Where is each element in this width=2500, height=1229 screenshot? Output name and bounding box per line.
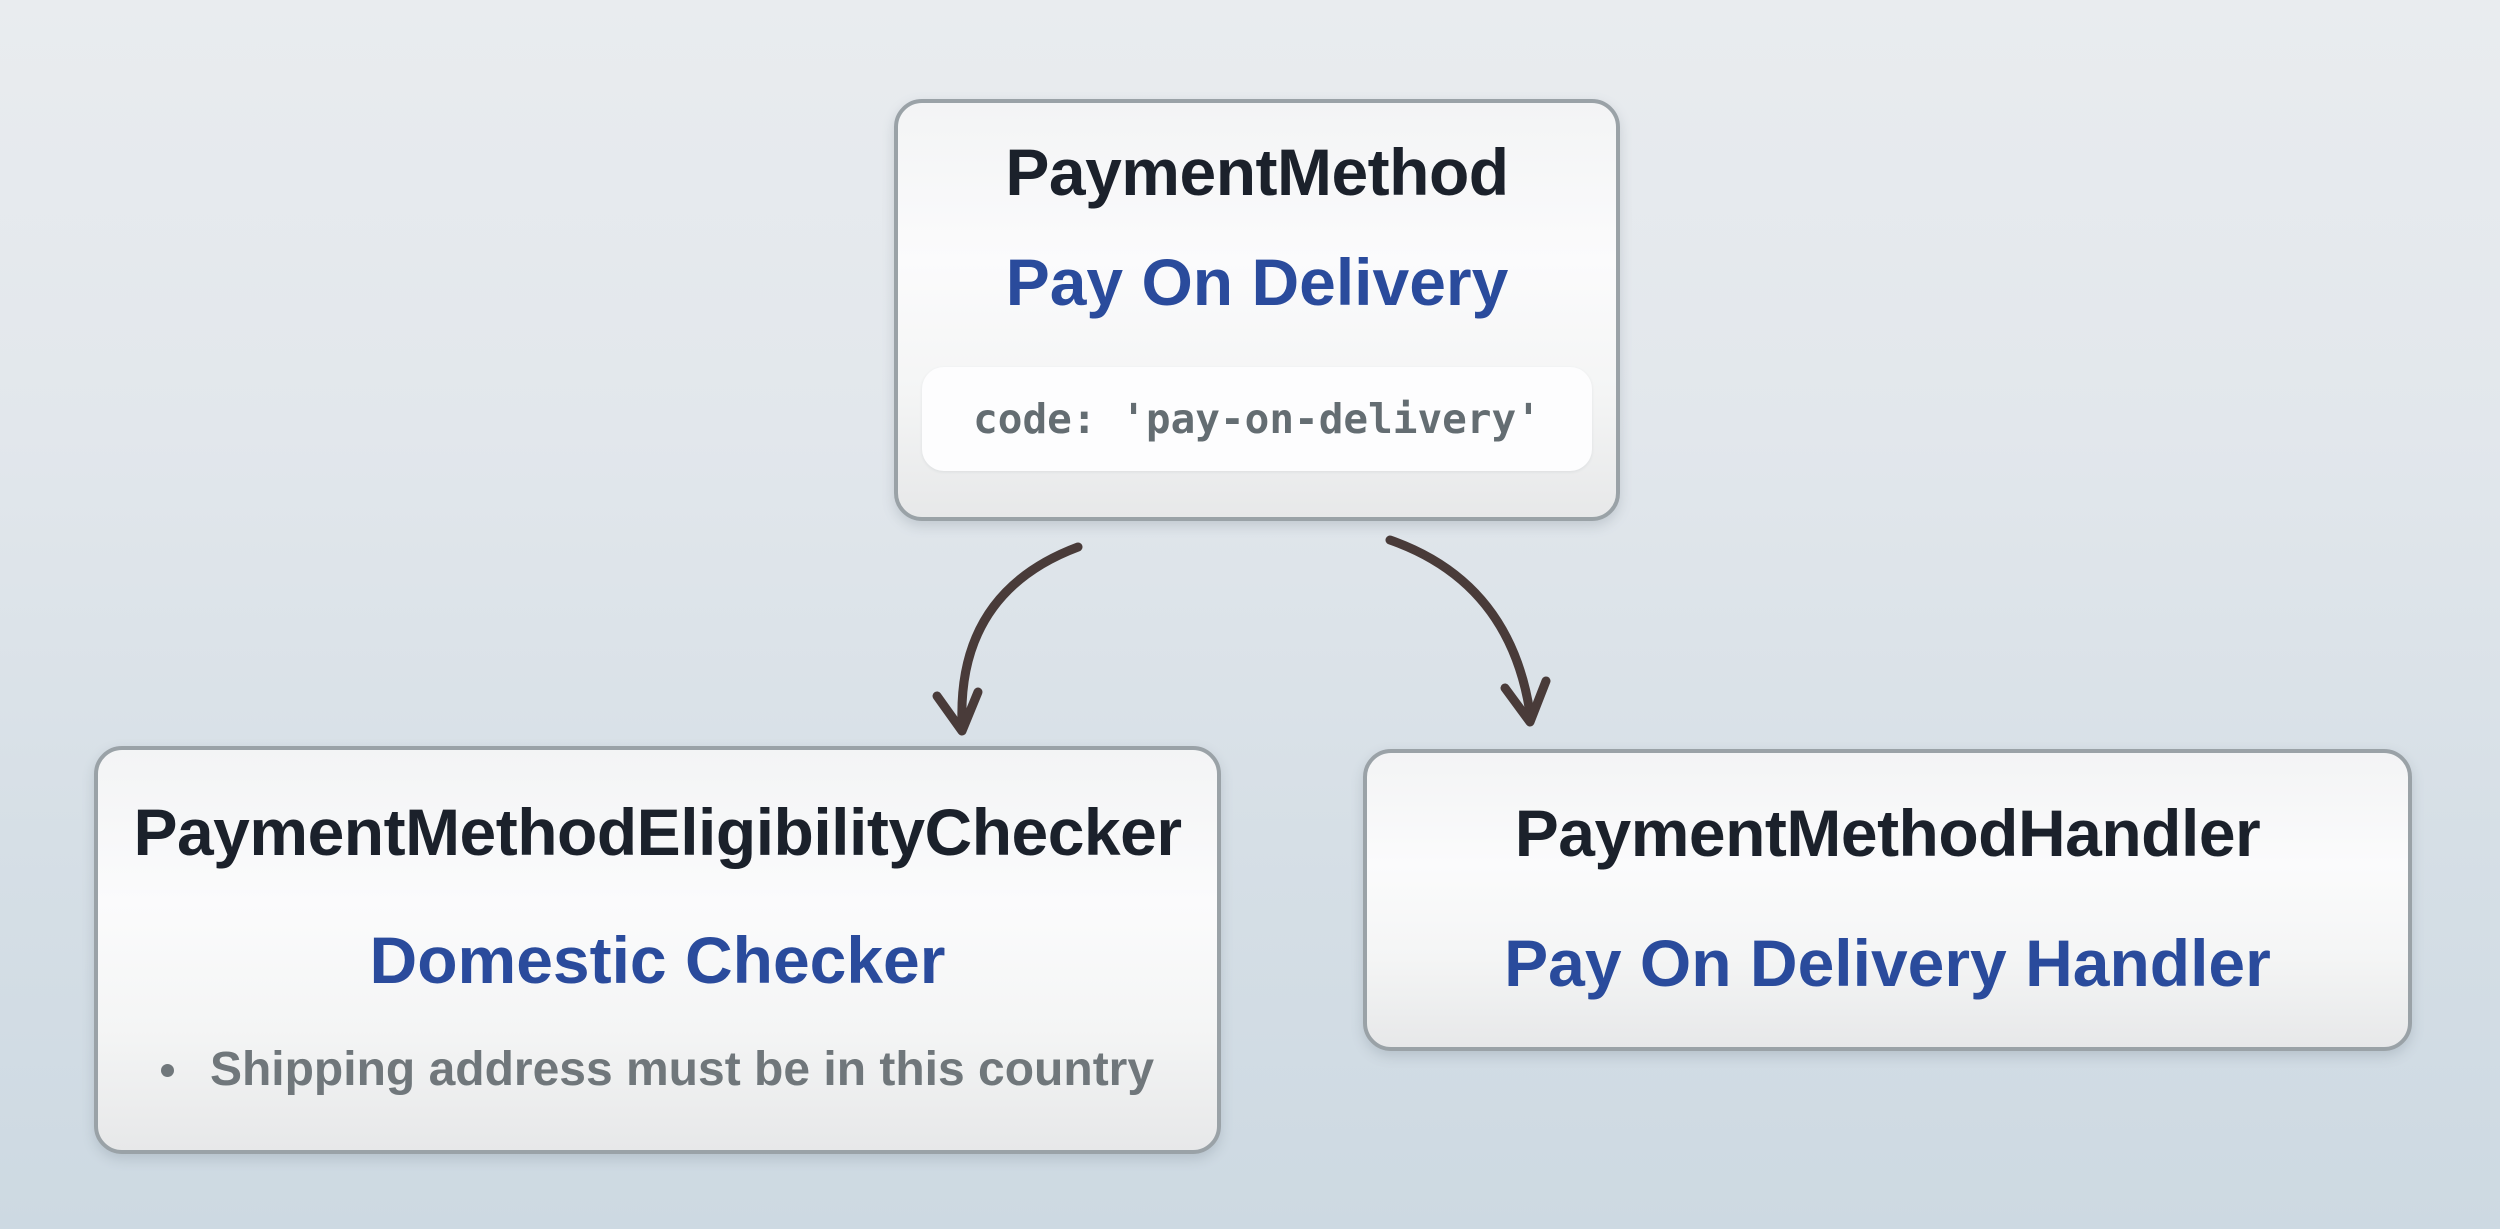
eligibility-checker-title: PaymentMethodEligibilityChecker xyxy=(133,795,1182,869)
bullet-dot-icon xyxy=(160,1063,174,1077)
payment-method-code-badge: code: 'pay-on-delivery' xyxy=(922,367,1592,471)
node-payment-method-handler: PaymentMethodHandler Pay On Delivery Han… xyxy=(1363,749,2412,1051)
eligibility-checker-bullet-item: Shipping address must be in this country xyxy=(160,1042,1155,1098)
arrow-payment-method-to-eligibility-checker-icon xyxy=(932,542,1083,736)
handler-subtitle: Pay On Delivery Handler xyxy=(1504,926,2271,1000)
payment-method-subtitle: Pay On Delivery xyxy=(1005,245,1509,319)
eligibility-checker-subtitle: Domestic Checker xyxy=(369,923,946,997)
payment-method-title: PaymentMethod xyxy=(1005,135,1509,209)
node-payment-method-eligibility-checker: PaymentMethodEligibilityChecker Domestic… xyxy=(94,746,1221,1154)
eligibility-checker-bullet-text: Shipping address must be in this country xyxy=(209,1043,1155,1096)
node-payment-method: PaymentMethod Pay On Delivery code: 'pay… xyxy=(894,99,1620,521)
arrow-payment-method-to-handler-icon xyxy=(1385,535,1551,727)
handler-title: PaymentMethodHandler xyxy=(1514,796,2261,870)
